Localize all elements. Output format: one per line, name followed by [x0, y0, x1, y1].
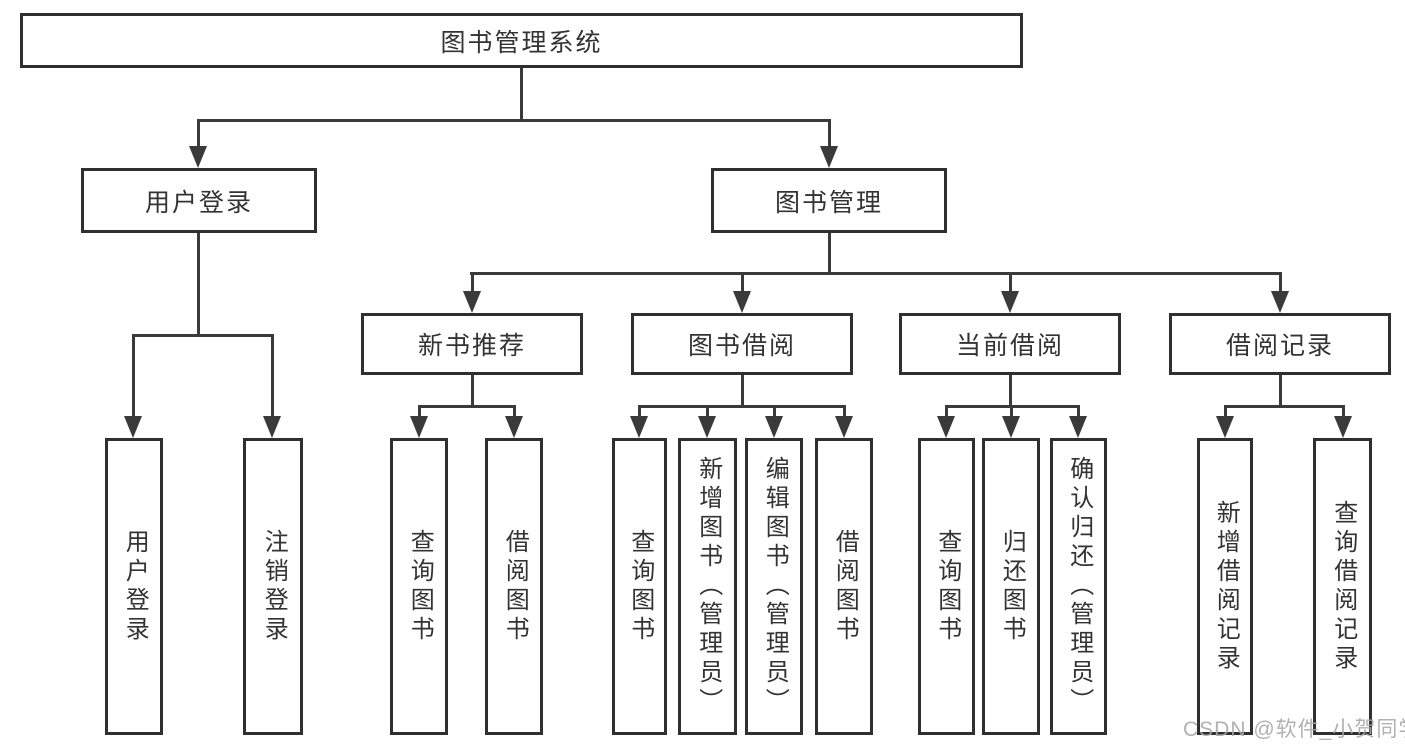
arrow-down-icon: [505, 416, 523, 438]
node-user-login: 用户登录: [81, 168, 317, 233]
node-book-borrowing: 图书借阅: [631, 313, 853, 375]
arrow-down-icon: [1001, 291, 1019, 313]
connector-line: [513, 405, 516, 419]
arrow-down-icon: [820, 146, 838, 168]
connector-line: [1342, 405, 1345, 419]
node-book-management: 图书管理: [711, 168, 947, 233]
leaf-add-book-admin: 新增图书（管理员）: [678, 438, 737, 735]
leaf-return-book: 归还图书: [982, 438, 1040, 735]
connector-line: [471, 272, 474, 294]
arrow-down-icon: [189, 146, 207, 168]
leaf-query-books-recommend: 查询图书: [390, 438, 448, 735]
connector-line: [197, 233, 200, 335]
connector-line: [471, 375, 474, 407]
arrow-down-icon: [1002, 416, 1020, 438]
connector-line: [1279, 375, 1282, 407]
leaf-edit-book-admin: 编辑图书（管理员）: [745, 438, 803, 735]
connector-line: [418, 405, 516, 408]
arrow-down-icon: [733, 291, 751, 313]
arrow-down-icon: [1334, 416, 1352, 438]
connector-line: [132, 334, 135, 419]
leaf-query-books-current: 查询图书: [918, 438, 975, 735]
arrow-down-icon: [1271, 291, 1289, 313]
leaf-borrow-books-recommend: 借阅图书: [485, 438, 543, 735]
node-new-book-recommend: 新书推荐: [361, 313, 583, 375]
node-current-borrowing: 当前借阅: [899, 313, 1121, 375]
connector-line: [132, 334, 274, 337]
arrow-down-icon: [937, 416, 955, 438]
connector-line: [773, 405, 776, 419]
connector-line: [1009, 375, 1012, 407]
connector-line: [843, 405, 846, 419]
leaf-user-login: 用户登录: [105, 438, 163, 735]
arrow-down-icon: [463, 291, 481, 313]
csdn-watermark: CSDN @软件_小贺同学: [1183, 718, 1405, 741]
leaf-confirm-return-admin: 确认归还（管理员）: [1050, 438, 1107, 735]
connector-line: [1224, 405, 1345, 408]
connector-line: [197, 119, 830, 122]
connector-line: [470, 272, 1281, 275]
connector-line: [638, 405, 846, 408]
leaf-add-borrow-record: 新增借阅记录: [1197, 438, 1253, 735]
arrow-down-icon: [124, 416, 142, 438]
connector-line: [418, 405, 421, 419]
connector-line: [197, 119, 200, 149]
connector-line: [1224, 405, 1227, 419]
connector-line: [828, 233, 831, 273]
arrow-down-icon: [630, 416, 648, 438]
arrow-down-icon: [1069, 416, 1087, 438]
connector-line: [1077, 405, 1080, 419]
connector-line: [828, 119, 831, 149]
node-borrowing-records: 借阅记录: [1169, 313, 1391, 375]
arrow-down-icon: [698, 416, 716, 438]
node-library-management-system: 图书管理系统: [20, 13, 1023, 68]
connector-line: [1009, 272, 1012, 294]
connector-line: [945, 405, 948, 419]
leaf-borrow-books-borrow: 借阅图书: [815, 438, 873, 735]
arrow-down-icon: [1216, 416, 1234, 438]
connector-line: [1010, 405, 1013, 419]
arrow-down-icon: [263, 416, 281, 438]
connector-line: [638, 405, 641, 419]
leaf-query-borrow-record: 查询借阅记录: [1313, 438, 1372, 735]
connector-line: [520, 68, 523, 121]
leaf-query-books-borrow: 查询图书: [612, 438, 667, 735]
connector-line: [706, 405, 709, 419]
connector-line: [741, 375, 744, 407]
arrow-down-icon: [835, 416, 853, 438]
connector-line: [1279, 272, 1282, 294]
arrow-down-icon: [410, 416, 428, 438]
connector-line: [271, 334, 274, 419]
connector-line: [741, 272, 744, 294]
leaf-logout: 注销登录: [243, 438, 303, 735]
arrow-down-icon: [765, 416, 783, 438]
